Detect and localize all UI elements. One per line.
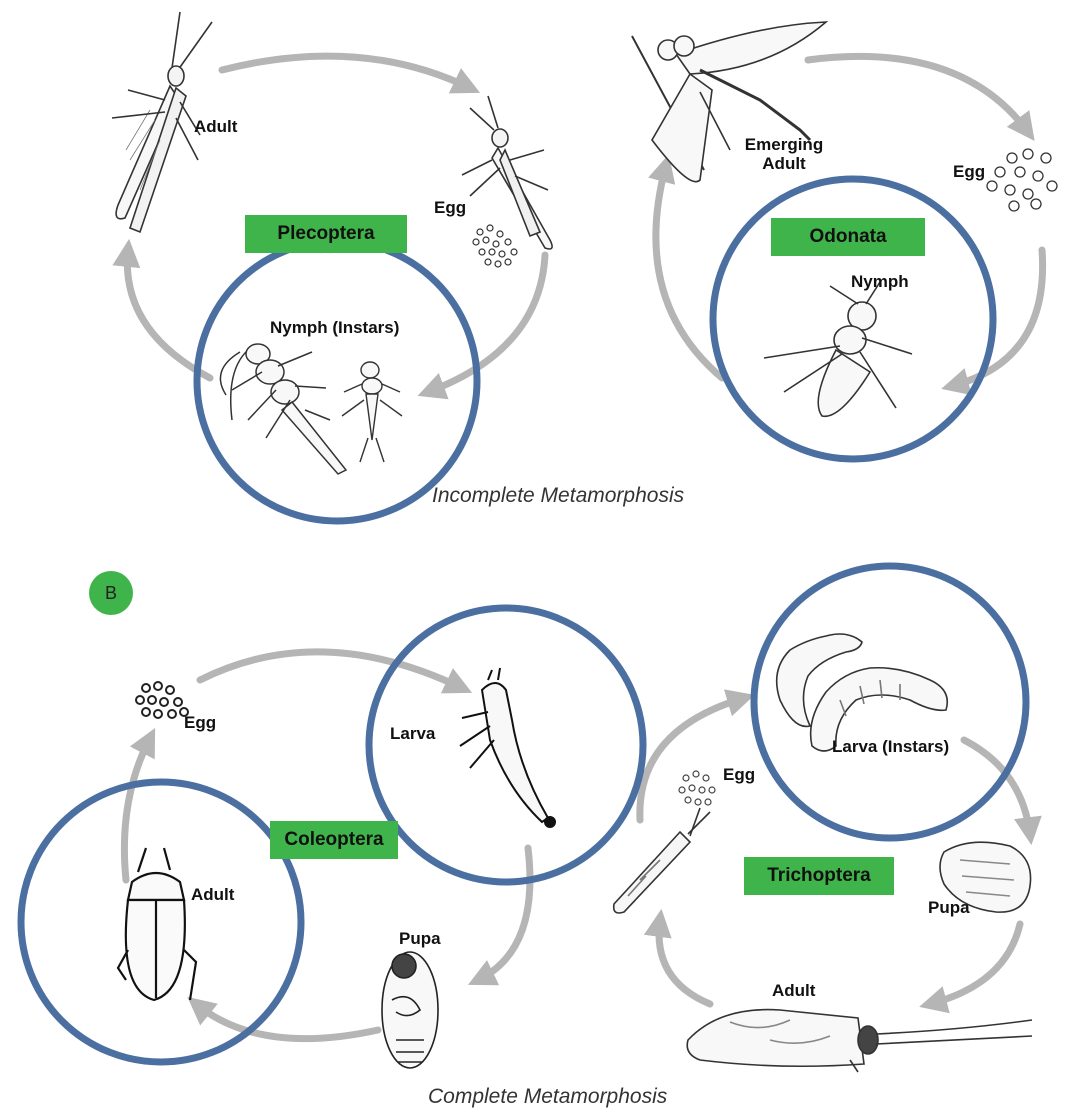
incomplete-metamorphosis-caption: Incomplete Metamorphosis — [432, 484, 684, 508]
arrow-egg-to-nymph — [428, 255, 545, 392]
arrow-adult-to-egg — [124, 738, 150, 880]
beetle-larva-illustration — [460, 668, 555, 827]
odonata-nymph-label: Nymph — [851, 272, 909, 291]
arrow-egg-to-larva — [200, 652, 462, 688]
plecoptera-adult-label: Adult — [194, 117, 237, 136]
plecoptera-nymph-label: Nymph (Instars) — [270, 318, 399, 337]
coleoptera-order-tag: Coleoptera — [270, 821, 398, 859]
caddisfly-eggs — [679, 771, 715, 805]
plecoptera-nymph-highlight-ring — [197, 241, 477, 521]
caddisfly-larva-illustration — [777, 634, 948, 751]
arrow-pupa-to-adult — [930, 924, 1020, 1004]
coleoptera-adult-label: Adult — [191, 885, 234, 904]
stonefly-egg-laying-illustration — [462, 96, 552, 249]
beetle-eggs — [136, 682, 188, 718]
arrow-adult-to-egg-case — [659, 920, 710, 1004]
plecoptera-order-tag: Plecoptera — [245, 215, 407, 253]
caddisfly-adult-illustration — [687, 1010, 1032, 1072]
beetle-adult-illustration — [118, 848, 196, 1000]
odonata-order-tag: Odonata — [771, 218, 925, 256]
trichoptera-pupa-label: Pupa — [928, 898, 970, 917]
stonefly-small-nymph-illustration — [342, 362, 402, 462]
dragonfly-eggs — [987, 149, 1057, 211]
coleoptera-pupa-label: Pupa — [399, 929, 441, 948]
beetle-pupa-illustration — [382, 952, 438, 1068]
odonata-egg-label: Egg — [953, 162, 985, 181]
complete-metamorphosis-caption: Complete Metamorphosis — [428, 1085, 667, 1109]
panel-b-badge: B — [89, 571, 133, 615]
coleoptera-larva-label: Larva — [390, 724, 435, 743]
arrow-larva-to-pupa — [478, 848, 530, 980]
trichoptera-egg-label: Egg — [723, 765, 755, 784]
trichoptera-larva-label: Larva (Instars) — [832, 737, 949, 756]
arrow-egg-to-nymph — [952, 250, 1043, 386]
stonefly-nymph-illustration — [220, 344, 346, 474]
odonata-emerging-adult-label: Emerging Adult — [730, 135, 838, 173]
arrow-adult-to-egg — [222, 56, 470, 88]
caddisfly-egg-case-illustration — [614, 808, 710, 913]
arrow-pupa-to-adult — [196, 1004, 378, 1039]
stonefly-eggs — [473, 225, 517, 267]
trichoptera-order-tag: Trichoptera — [744, 857, 894, 895]
plecoptera-egg-label: Egg — [434, 198, 466, 217]
dragonfly-nymph-illustration — [764, 282, 912, 416]
arrow-emerging-to-egg — [808, 56, 1028, 132]
coleoptera-egg-label: Egg — [184, 713, 216, 732]
arrow-egg-to-larva — [640, 698, 744, 820]
trichoptera-adult-label: Adult — [772, 981, 815, 1000]
